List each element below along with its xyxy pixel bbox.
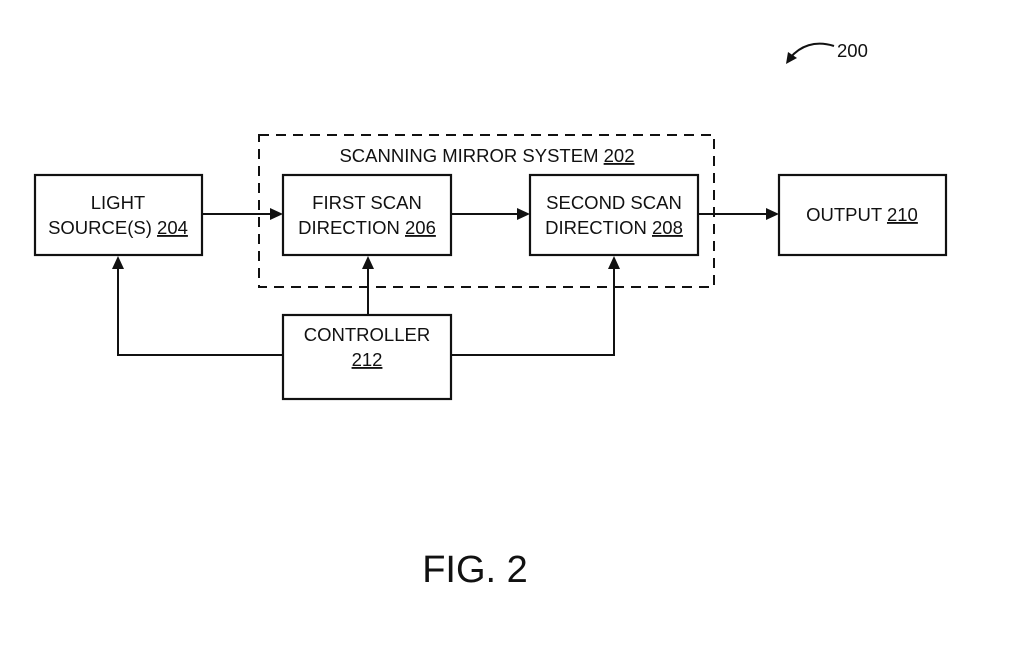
block-light-source: LIGHT SOURCE(S) 204 bbox=[33, 173, 204, 257]
block-first-scan-direction: FIRST SCAN DIRECTION 206 bbox=[281, 173, 453, 257]
figure-caption: FIG. 2 bbox=[422, 549, 528, 591]
arrowhead-icon bbox=[362, 256, 374, 269]
block-border bbox=[777, 173, 948, 257]
block-border bbox=[528, 173, 700, 257]
block-label-line1: FIRST SCAN bbox=[312, 192, 422, 213]
block-label-line1: SECOND SCAN bbox=[546, 192, 682, 213]
block-ref: 212 bbox=[352, 349, 383, 370]
figure-reference: 200 bbox=[786, 40, 868, 64]
block-border bbox=[281, 173, 453, 257]
arrowhead-icon bbox=[270, 208, 283, 220]
arrowhead-icon bbox=[517, 208, 530, 220]
block-label-line2: SOURCE(S) 204 bbox=[48, 217, 188, 238]
block-output: OUTPUT 210 bbox=[777, 173, 948, 257]
block-label-line2: DIRECTION 208 bbox=[545, 217, 683, 238]
block-second-scan-direction: SECOND SCAN DIRECTION 208 bbox=[528, 173, 700, 257]
block-label-line1: LIGHT bbox=[91, 192, 145, 213]
arrowhead-icon bbox=[608, 256, 620, 269]
connector-212-208 bbox=[451, 267, 615, 356]
scanning-mirror-system-group: SCANNING MIRROR SYSTEM 202 bbox=[258, 134, 715, 288]
connector-212-204 bbox=[117, 267, 283, 356]
block-label-line1: OUTPUT 210 bbox=[806, 204, 918, 225]
group-title: SCANNING MIRROR SYSTEM 202 bbox=[339, 145, 634, 166]
group-dashed-border bbox=[258, 134, 715, 288]
block-border bbox=[281, 313, 453, 401]
arrowhead-icon bbox=[786, 52, 797, 64]
block-label-line2: DIRECTION 206 bbox=[298, 217, 436, 238]
curved-arrow-icon bbox=[789, 42, 835, 59]
block-border bbox=[33, 173, 204, 257]
block-label-line1: CONTROLLER bbox=[304, 324, 430, 345]
block-controller: CONTROLLER 212 bbox=[281, 313, 453, 401]
arrowhead-icon bbox=[766, 208, 779, 220]
figure-reference-numeral: 200 bbox=[837, 40, 868, 61]
connectors bbox=[112, 208, 779, 356]
arrowhead-icon bbox=[112, 256, 124, 269]
